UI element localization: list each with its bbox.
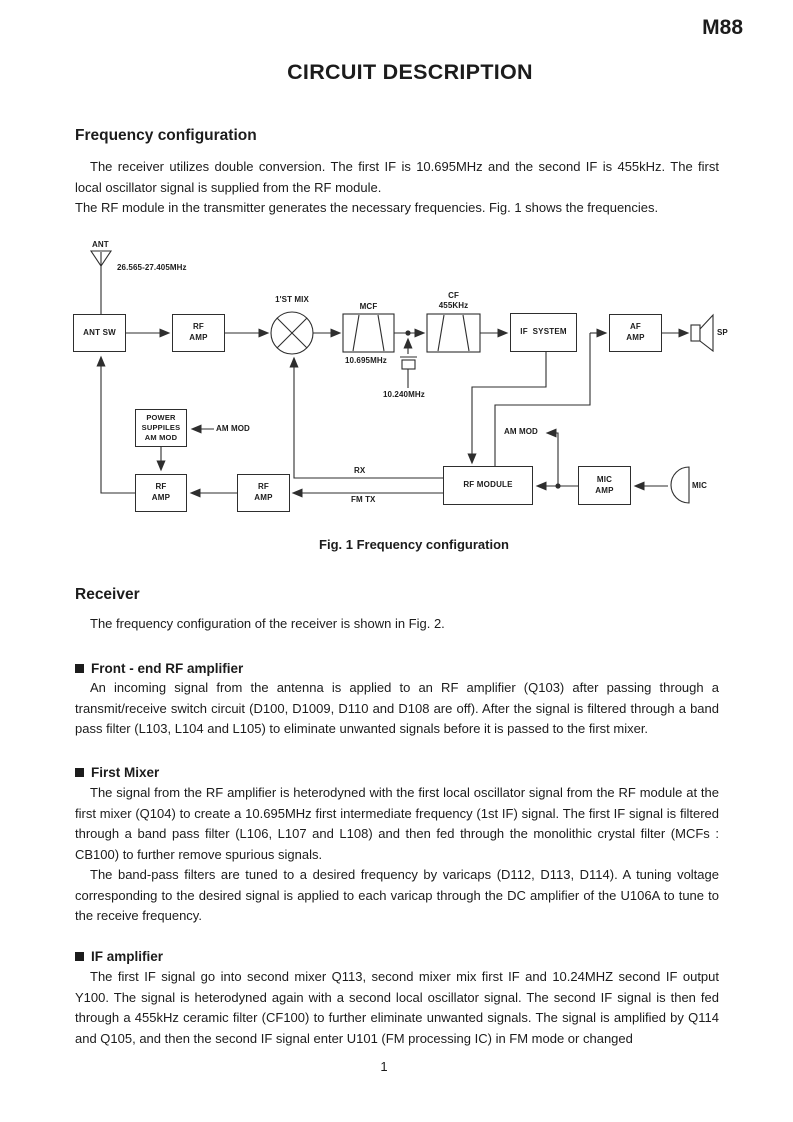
paragraph: The receiver utilizes double conversion.… bbox=[75, 159, 719, 195]
label-rx: RX bbox=[354, 466, 366, 475]
box-mic-amp: MIC AMP bbox=[578, 466, 631, 505]
heading-text: Front - end RF amplifier bbox=[91, 661, 244, 676]
page-number: 1 bbox=[380, 1059, 388, 1074]
box-rf-amp-left: RF AMP bbox=[135, 474, 187, 512]
microphone-icon bbox=[670, 466, 690, 504]
mixer-icon bbox=[270, 311, 314, 355]
paragraph: The signal from the RF amplifier is hete… bbox=[75, 785, 719, 862]
section-bullet-icon bbox=[75, 952, 84, 961]
heading-first-mixer: First Mixer bbox=[75, 765, 159, 780]
label-am-mod-left: AM MOD bbox=[216, 424, 250, 433]
paragraph: The frequency configuration of the recei… bbox=[90, 616, 445, 631]
heading-text: First Mixer bbox=[91, 765, 160, 780]
label-am-mod-right: AM MOD bbox=[504, 427, 538, 436]
label-cf: CF 455KHz bbox=[438, 291, 469, 310]
if-amplifier-text: The first IF signal go into second mixer… bbox=[75, 967, 719, 1049]
label-fm-tx: FM TX bbox=[351, 495, 376, 504]
speaker-icon bbox=[690, 313, 714, 353]
label-first-mixer: 1'ST MIX bbox=[275, 295, 309, 304]
antenna-icon bbox=[89, 250, 113, 314]
label-mcf-frequency: 10.695MHz bbox=[345, 356, 387, 365]
heading-front-end-rf-amplifier: Front - end RF amplifier bbox=[75, 661, 243, 676]
label-ant: ANT bbox=[92, 240, 109, 249]
box-rf-amp-mid: RF AMP bbox=[237, 474, 290, 512]
box-ant-sw: ANT SW bbox=[73, 314, 126, 352]
crystal-icon bbox=[400, 337, 417, 388]
paragraph: An incoming signal from the antenna is a… bbox=[75, 680, 719, 736]
paragraph: The RF module in the transmitter generat… bbox=[75, 200, 659, 215]
heading-receiver: Receiver bbox=[75, 586, 140, 603]
label-mic: MIC bbox=[692, 481, 707, 490]
front-end-text: An incoming signal from the antenna is a… bbox=[75, 678, 719, 740]
cf-filter-icon bbox=[426, 313, 481, 353]
label-frequency-range: 26.565-27.405MHz bbox=[117, 263, 187, 272]
box-if-system: IF SYSTEM bbox=[510, 313, 577, 352]
label-sp: SP bbox=[717, 328, 728, 337]
label-mcf: MCF bbox=[359, 302, 378, 311]
mcf-filter-icon bbox=[342, 313, 395, 353]
box-af-amp: AF AMP bbox=[609, 314, 662, 352]
heading-if-amplifier: IF amplifier bbox=[75, 949, 163, 964]
box-rf-amp-top: RF AMP bbox=[172, 314, 225, 352]
model-number: M88 bbox=[702, 16, 743, 39]
paragraph: The band-pass filters are tuned to a des… bbox=[75, 867, 719, 923]
page-title: CIRCUIT DESCRIPTION bbox=[287, 60, 533, 84]
frequency-configuration-text: The receiver utilizes double conversion.… bbox=[75, 157, 719, 219]
heading-text: IF amplifier bbox=[91, 949, 164, 964]
paragraph: The first IF signal go into second mixer… bbox=[75, 969, 719, 1046]
figure-caption: Fig. 1 Frequency configuration bbox=[319, 537, 509, 552]
section-bullet-icon bbox=[75, 664, 84, 673]
heading-frequency-configuration: Frequency configuration bbox=[75, 127, 257, 144]
label-crystal-frequency: 10.240MHz bbox=[383, 390, 425, 399]
section-bullet-icon bbox=[75, 768, 84, 777]
box-rf-module: RF MODULE bbox=[443, 466, 533, 505]
receiver-intro: The frequency configuration of the recei… bbox=[75, 614, 719, 635]
box-power-supplies: POWER SUPPILES AM MOD bbox=[135, 409, 187, 447]
first-mixer-text: The signal from the RF amplifier is hete… bbox=[75, 783, 719, 927]
